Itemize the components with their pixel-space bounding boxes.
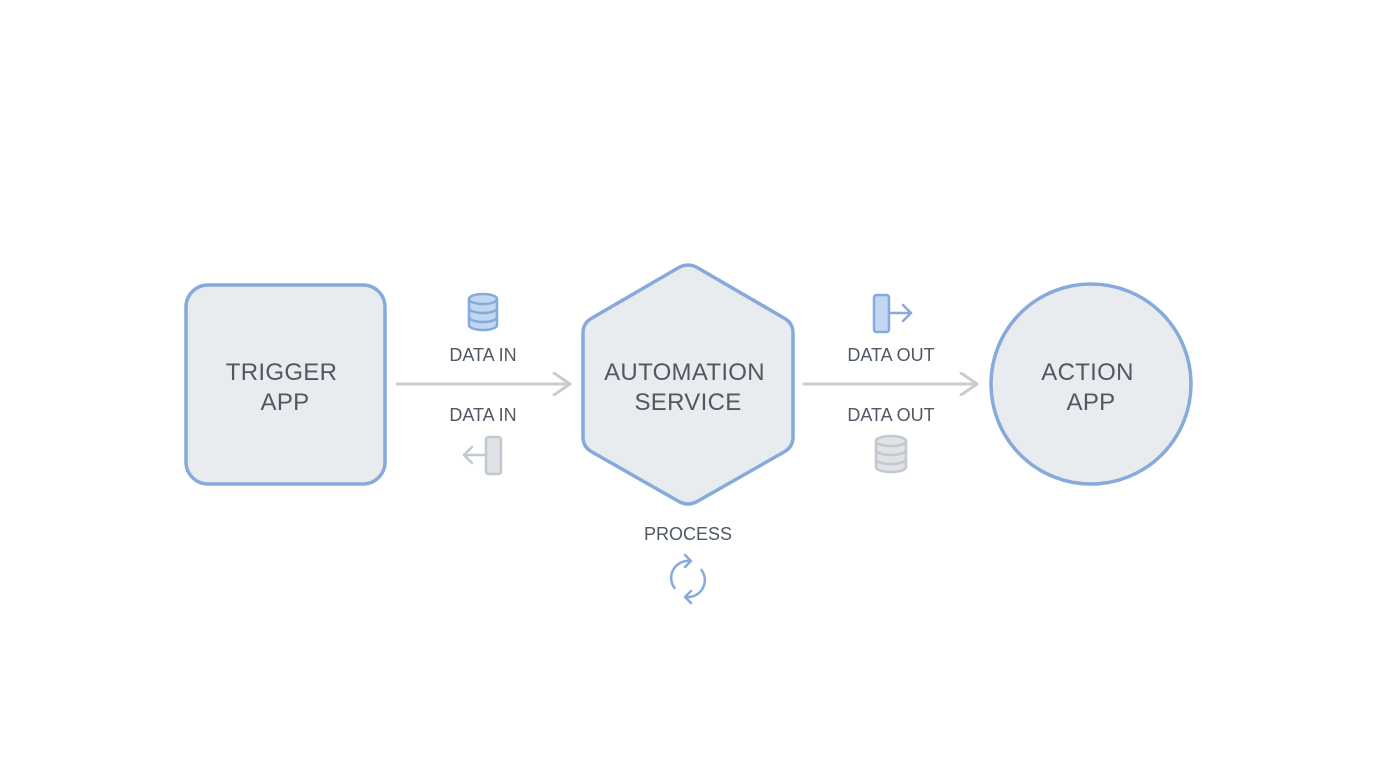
right-connector: DATA OUT DATA OUT xyxy=(802,293,979,474)
automation-service-node: AUTOMATION SERVICE xyxy=(581,263,795,506)
action-app-node: ACTION APP xyxy=(989,282,1193,486)
right-edge-top-label: DATA OUT xyxy=(847,345,934,365)
action-app-shape xyxy=(989,282,1193,486)
automation-service-label-line1: AUTOMATION xyxy=(604,359,765,386)
process-label: PROCESS xyxy=(644,524,732,544)
svg-text:ACTION APP: ACTION APP xyxy=(1041,359,1140,416)
trigger-app-label-line2: APP xyxy=(261,389,310,416)
trigger-app-shape xyxy=(184,283,387,486)
database-icon xyxy=(874,434,908,474)
left-connector: DATA IN DATA IN xyxy=(395,292,572,476)
database-icon xyxy=(467,292,499,332)
action-app-label-line2: APP xyxy=(1067,389,1116,416)
action-app-label-line1: ACTION xyxy=(1041,359,1133,386)
svg-text:AUTOMATION SERVICE: AUTOMATION SERVICE xyxy=(604,359,772,416)
export-arrow-icon xyxy=(872,293,913,334)
refresh-cycle-icon xyxy=(669,553,707,605)
svg-text:TRIGGER APP: TRIGGER APP xyxy=(226,359,344,416)
trigger-app-label-line1: TRIGGER xyxy=(226,359,337,386)
automation-service-shape xyxy=(581,263,795,506)
automation-service-label-line2: SERVICE xyxy=(634,389,741,416)
right-edge-bottom-label: DATA OUT xyxy=(847,405,934,425)
import-arrow-icon xyxy=(462,435,503,476)
left-edge-bottom-label: DATA IN xyxy=(449,405,516,425)
trigger-app-node: TRIGGER APP xyxy=(184,283,387,486)
left-edge-top-label: DATA IN xyxy=(449,345,516,365)
process-group: PROCESS xyxy=(644,524,732,605)
